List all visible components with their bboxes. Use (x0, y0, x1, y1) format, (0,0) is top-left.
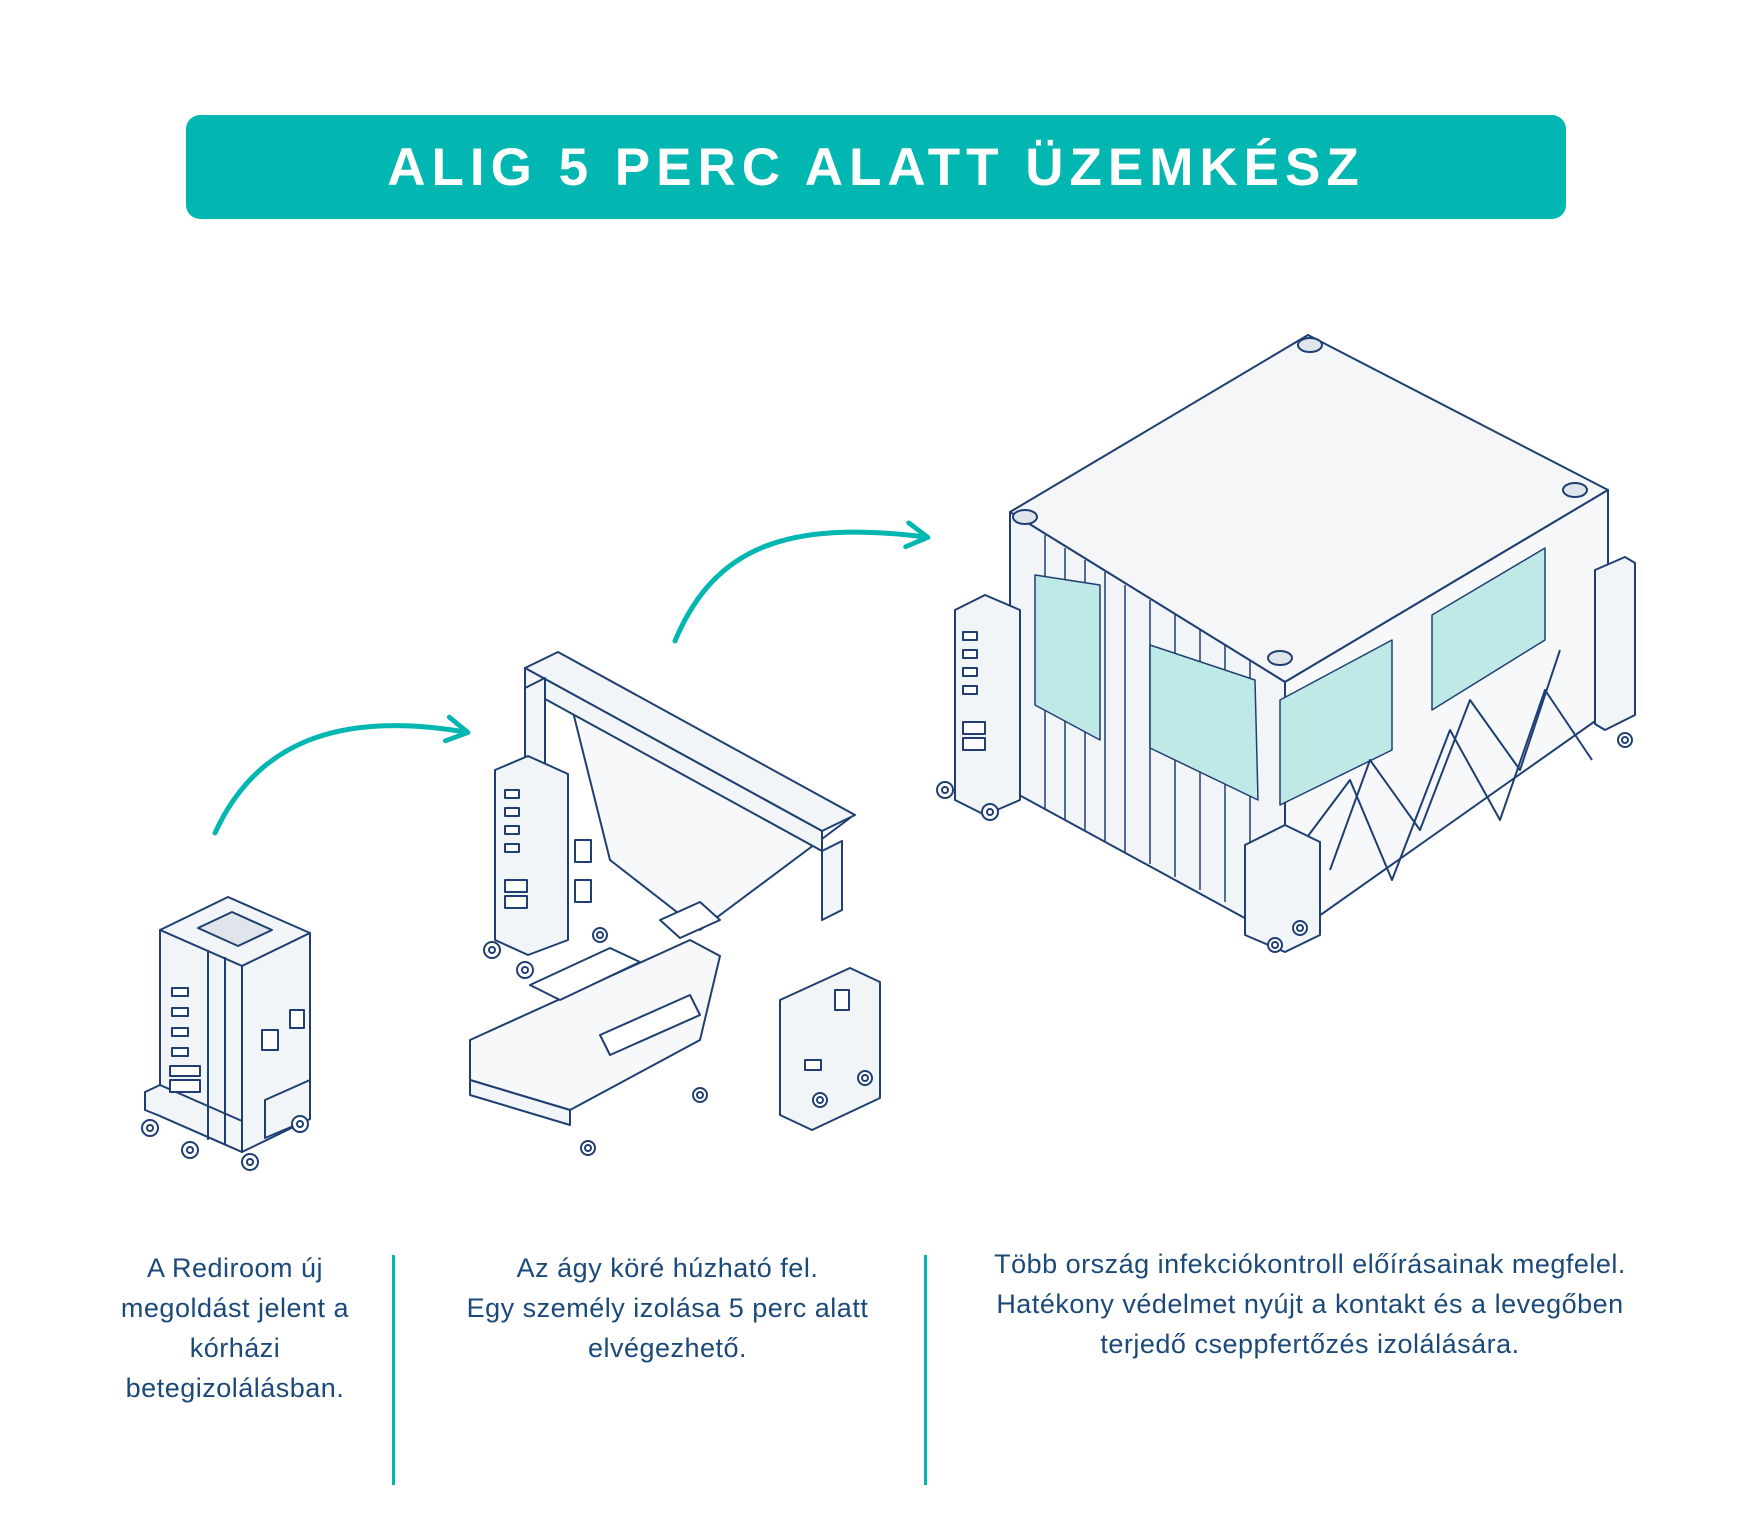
caption-3: Több ország infekciókontroll előírásaina… (950, 1244, 1670, 1364)
isolation-room-deployed-illustration (936, 334, 1636, 953)
caption-line: A Rediroom új (146, 1253, 324, 1283)
caption-line: Egy személy izolása 5 perc alatt (466, 1293, 869, 1323)
caption-line: terjedő cseppfertőzés izolálására. (1100, 1329, 1520, 1359)
frame-unfolding-with-bed-illustration (469, 651, 881, 1156)
page-title: ALIG 5 PERC ALATT ÜZEMKÉSZ (387, 137, 1365, 197)
title-banner: ALIG 5 PERC ALATT ÜZEMKÉSZ (186, 115, 1566, 219)
caption-1: A Rediroom új megoldást jelent a kórházi… (70, 1248, 400, 1408)
caption-line: elvégezhető. (587, 1333, 748, 1363)
caption-line: Az ágy köré húzható fel. (516, 1253, 819, 1283)
caption-line: kórházi (189, 1333, 281, 1363)
caption-2: Az ágy köré húzható fel. Egy személy izo… (420, 1248, 915, 1368)
divider-2 (924, 1255, 927, 1485)
caption-line: Több ország infekciókontroll előírásaina… (994, 1249, 1626, 1279)
caption-line: megoldást jelent a (120, 1293, 350, 1323)
divider-1 (392, 1255, 395, 1485)
arrow-1-icon (212, 714, 471, 836)
caption-line: Hatékony védelmet nyújt a kontakt és a l… (996, 1289, 1624, 1319)
cart-folded-illustration (141, 896, 311, 1171)
caption-line: betegizolálásban. (125, 1373, 345, 1403)
arrow-2-icon (672, 520, 931, 644)
